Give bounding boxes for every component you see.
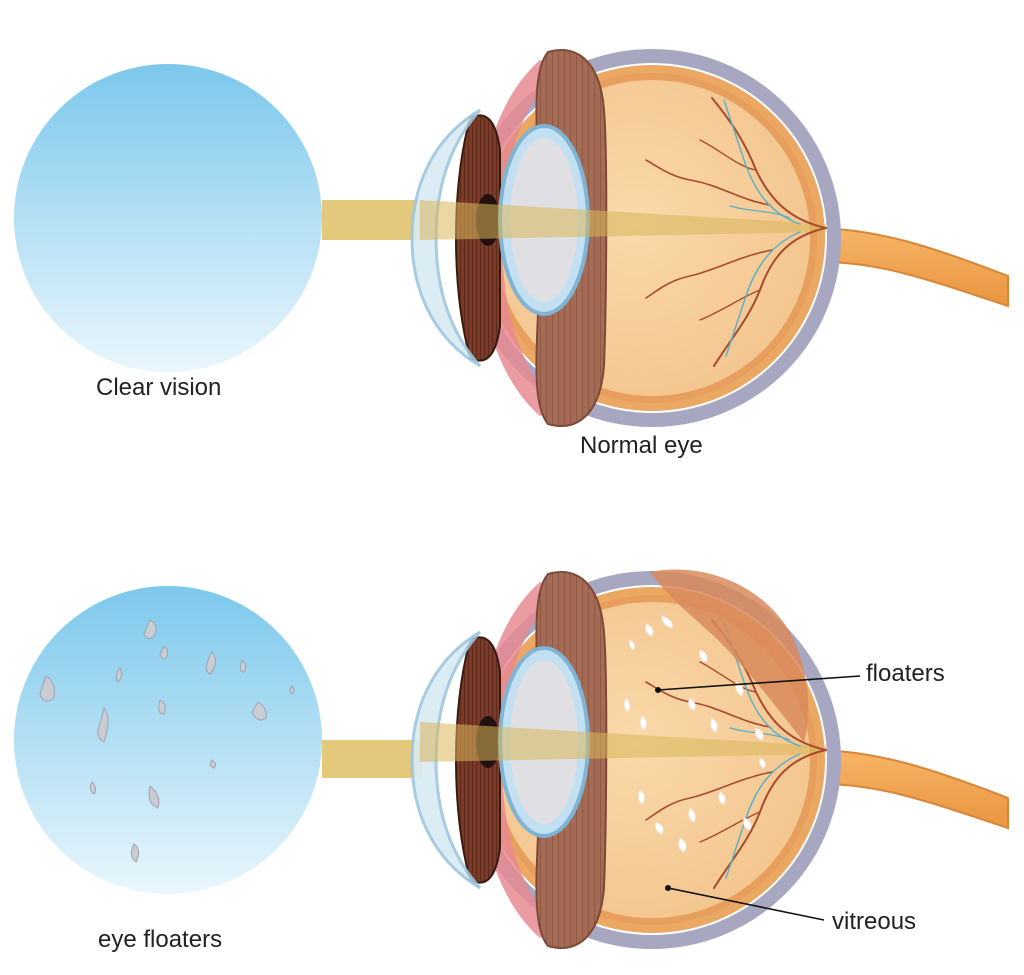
clear-vision-disc	[14, 64, 322, 372]
clear-vision-label: Clear vision	[96, 374, 222, 401]
light-beam-bottom	[322, 740, 422, 778]
floaters-leader-dot	[655, 687, 661, 693]
floaters-eye-illustration	[412, 570, 1008, 948]
light-beam-top	[322, 200, 422, 240]
floaters-leader-line	[657, 675, 861, 691]
floaters-label: floaters	[866, 660, 945, 687]
floaters-vision-disc	[14, 586, 322, 894]
vitreous-leader-line	[667, 887, 825, 921]
normal-eye-label: Normal eye	[580, 432, 703, 459]
vitreous-leader-dot	[665, 885, 671, 891]
eye-floaters-label: eye floaters	[98, 926, 223, 953]
vitreous-label: vitreous	[832, 908, 917, 935]
normal-eye-illustration	[412, 50, 1008, 426]
